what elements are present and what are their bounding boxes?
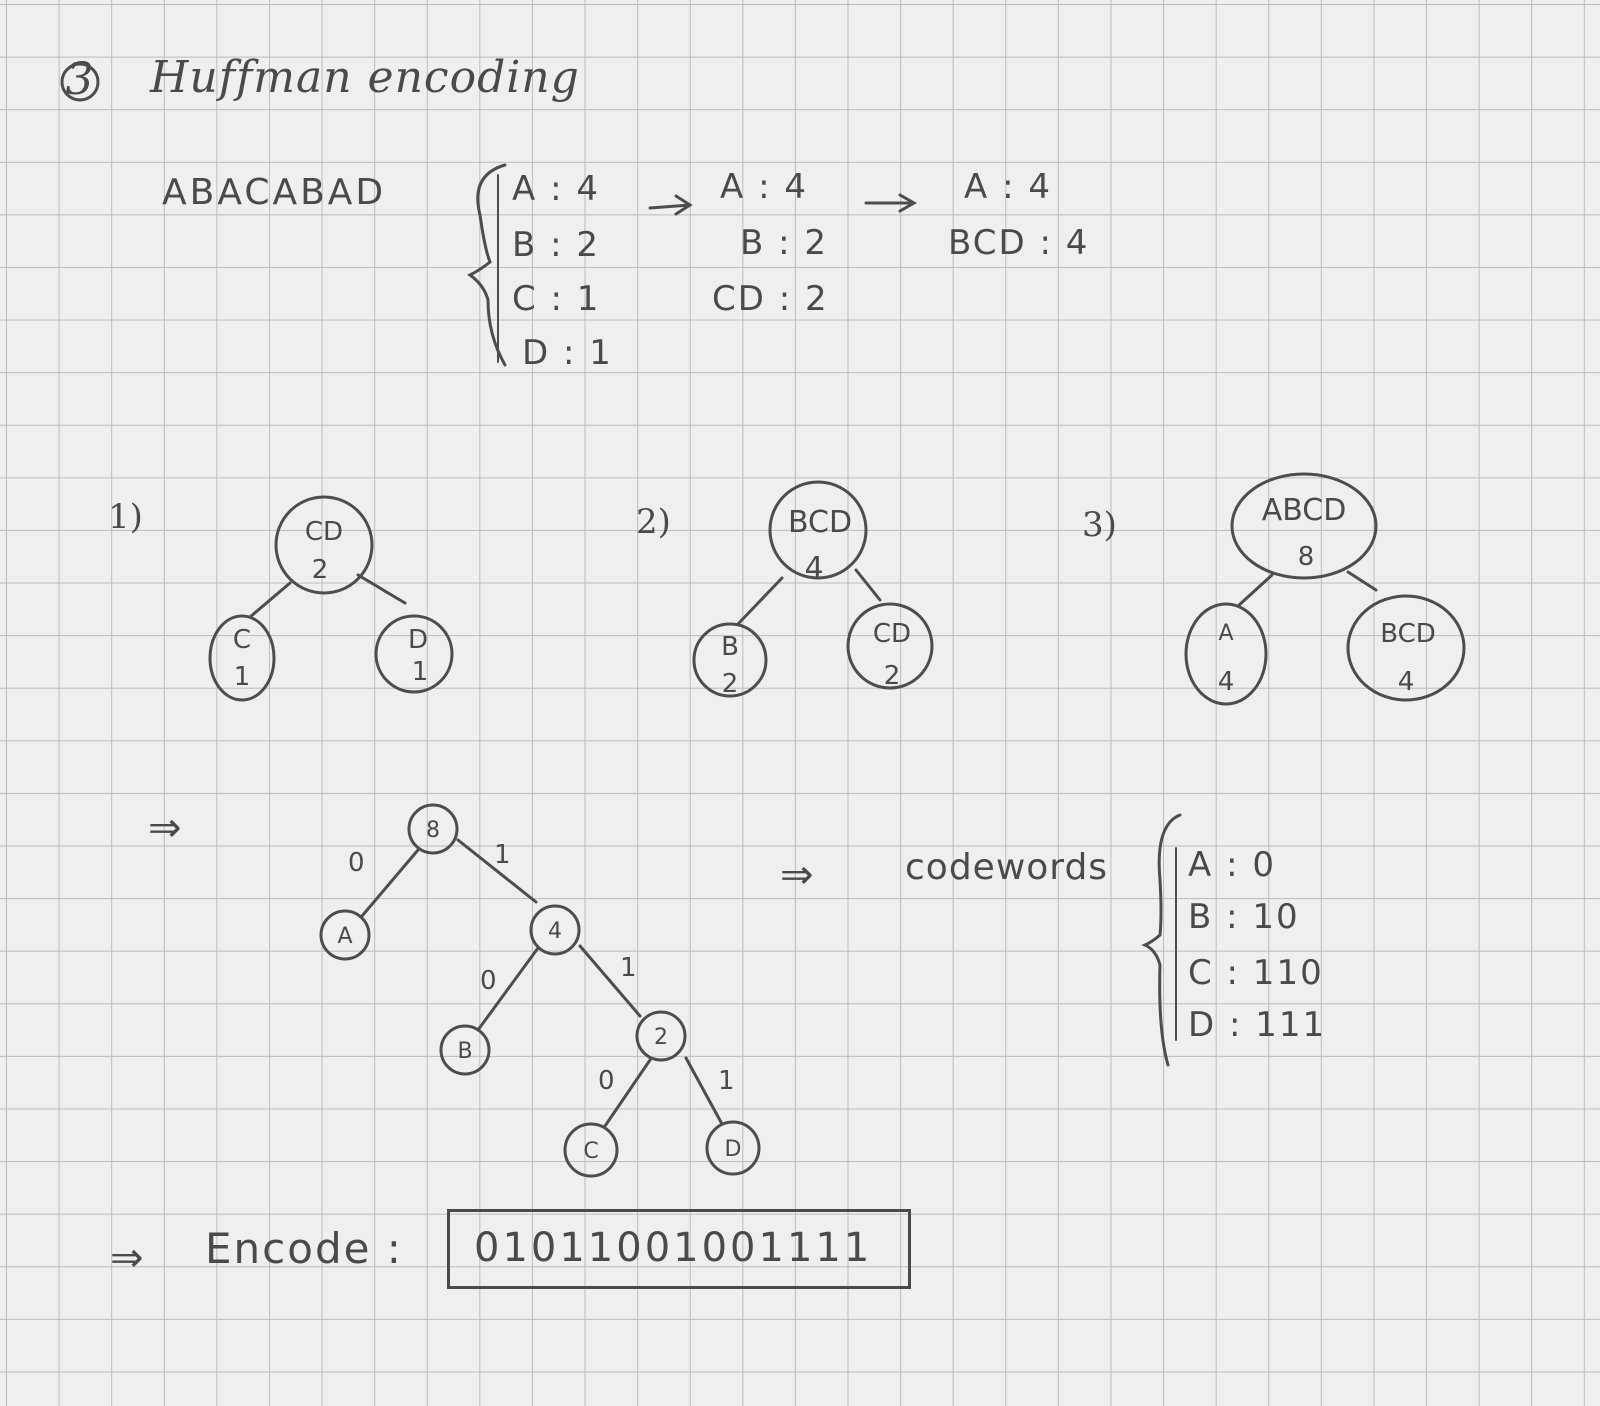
codeword-b: B : 10 xyxy=(1188,897,1300,937)
tree3-root-name: ABCD xyxy=(1262,493,1347,528)
edge-label-n4-left: 0 xyxy=(480,966,497,996)
tree1-left-count: 1 xyxy=(234,662,251,692)
final-node-d-label: D xyxy=(725,1137,742,1162)
codeword-d: D : 111 xyxy=(1188,1005,1327,1045)
tree1-right-name: D xyxy=(408,625,428,655)
encoded-output-box xyxy=(447,1209,911,1289)
tree2-left-count: 2 xyxy=(722,669,739,699)
final-node-4-label: 4 xyxy=(548,919,562,944)
encode-arrow: ⇒ xyxy=(110,1235,147,1281)
tree1-root-name: CD xyxy=(305,517,343,547)
tree3-left-name: A xyxy=(1218,621,1233,646)
tree2-left-node xyxy=(692,622,768,698)
tree2-right-name: CD xyxy=(873,619,911,649)
tree1-root-node xyxy=(274,495,374,595)
merge1-item-a: A : 4 xyxy=(720,167,808,207)
tree1-root-count: 2 xyxy=(312,555,329,585)
tree2-root-count: 4 xyxy=(804,551,823,586)
brace-codewords xyxy=(1141,813,1182,1067)
tree1-edge-left xyxy=(248,581,292,619)
brace-frequencies xyxy=(467,163,507,367)
section-number-circle xyxy=(60,62,100,102)
tree2-edge-right xyxy=(854,568,882,602)
edge-label-n2-right: 1 xyxy=(718,1066,735,1096)
tree1-edge-right xyxy=(356,573,407,605)
final-node-4 xyxy=(529,904,581,956)
tree1-right-count: 1 xyxy=(412,657,429,687)
final-edge-root-a xyxy=(360,848,420,918)
edge-label-root-right: 1 xyxy=(494,840,511,870)
page-title: Huffman encoding xyxy=(150,52,580,103)
final-node-2 xyxy=(635,1010,687,1062)
tree-step-label: 2) xyxy=(636,502,671,542)
merge2-item-bcd: BCD : 4 xyxy=(948,223,1090,263)
tree3-edge-left xyxy=(1236,573,1274,608)
encoded-output: 01011001001111 xyxy=(474,1225,873,1271)
freq-item-d: D : 1 xyxy=(522,333,613,373)
tree-step-label: 1) xyxy=(108,497,143,537)
codeword-c: C : 110 xyxy=(1188,953,1324,993)
final-edge-4-b xyxy=(476,946,540,1032)
tree2-root-node xyxy=(768,480,868,580)
tree3-right-count: 4 xyxy=(1398,667,1415,697)
tree3-root-node xyxy=(1230,472,1378,580)
edge-label-root-left: 0 xyxy=(348,848,365,878)
tree2-right-count: 2 xyxy=(884,661,901,691)
tree2-root-name: BCD xyxy=(788,505,852,540)
tree3-left-count: 4 xyxy=(1218,667,1235,697)
final-node-a xyxy=(319,909,371,961)
codewords-label: codewords xyxy=(905,847,1109,888)
tree1-left-node xyxy=(208,614,276,702)
codewords-arrow: ⇒ xyxy=(780,852,817,898)
merge1-item-b: B : 2 xyxy=(740,223,829,263)
final-edge-2-d xyxy=(684,1056,724,1126)
arrow-step-2 xyxy=(864,193,918,213)
final-edge-4-2 xyxy=(578,944,642,1018)
tree2-edge-left xyxy=(736,576,784,626)
merge2-item-a: A : 4 xyxy=(964,167,1052,207)
tree1-right-node xyxy=(374,614,454,694)
tree2-left-name: B xyxy=(721,632,739,662)
tree-step-label: 3) xyxy=(1082,505,1117,545)
final-node-c xyxy=(563,1122,619,1178)
merge1-item-cd: CD : 2 xyxy=(712,279,829,319)
freq-item-c: C : 1 xyxy=(512,279,601,319)
edge-label-n2-left: 0 xyxy=(598,1066,615,1096)
tree3-right-name: BCD xyxy=(1380,619,1436,649)
final-edge-2-c xyxy=(603,1058,652,1128)
final-node-root-label: 8 xyxy=(426,818,440,843)
encode-label: Encode : xyxy=(205,1224,403,1273)
tree3-right-node xyxy=(1346,594,1466,702)
final-node-b xyxy=(439,1024,491,1076)
final-node-c-label: C xyxy=(583,1139,598,1164)
tree1-left-name: C xyxy=(233,625,251,655)
final-node-b-label: B xyxy=(457,1039,472,1064)
freq-item-b: B : 2 xyxy=(512,225,601,265)
final-node-root xyxy=(407,803,459,855)
final-edge-root-4 xyxy=(456,838,538,904)
final-node-2-label: 2 xyxy=(654,1025,668,1050)
codeword-a: A : 0 xyxy=(1188,845,1276,885)
freq-item-a: A : 4 xyxy=(512,169,600,209)
final-tree-arrow: ⇒ xyxy=(148,805,185,851)
tree3-root-count: 8 xyxy=(1298,542,1315,572)
input-string: ABACABAD xyxy=(162,172,387,213)
tree3-edge-right xyxy=(1346,570,1378,592)
edge-label-n4-right: 1 xyxy=(620,953,637,983)
final-node-a-label: A xyxy=(337,924,352,949)
tree3-left-node xyxy=(1184,602,1268,706)
tree2-right-node xyxy=(846,602,934,690)
arrow-step-1 xyxy=(648,194,693,216)
final-node-d xyxy=(705,1120,761,1176)
